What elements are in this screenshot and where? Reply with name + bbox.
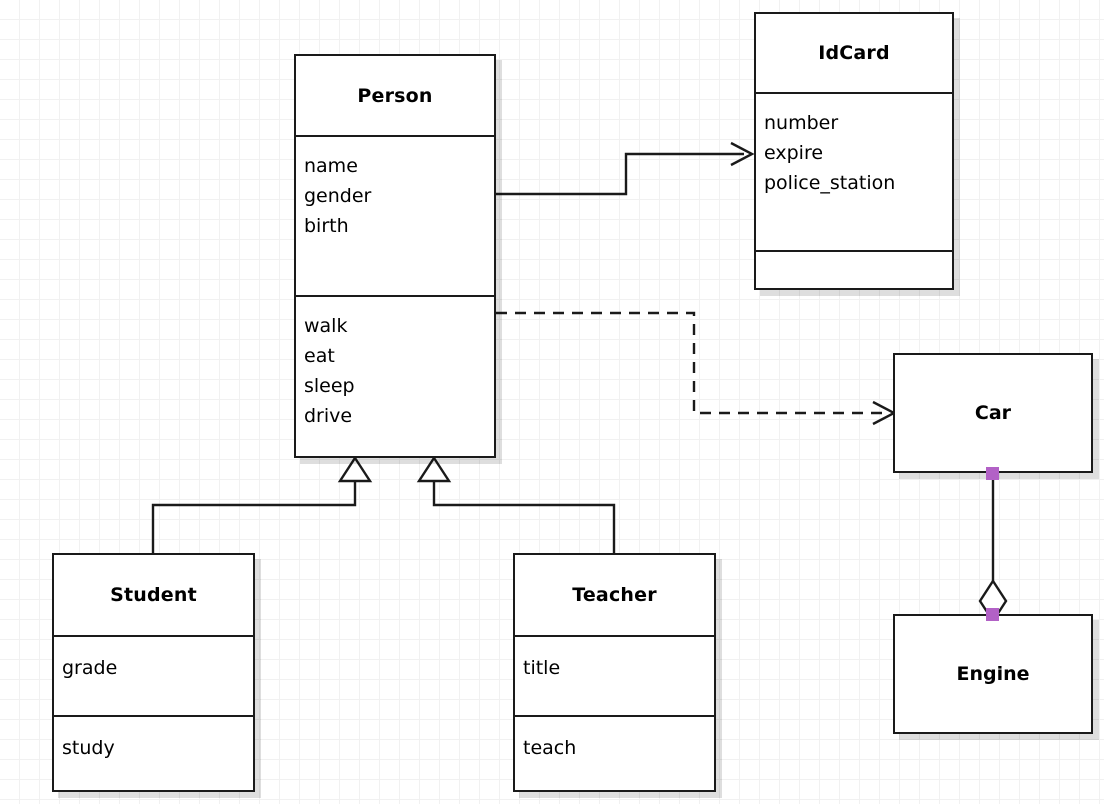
- class-methods-student: study: [54, 715, 253, 790]
- edge-car-engine[interactable]: [978, 474, 1008, 624]
- method-item: drive: [304, 405, 353, 427]
- class-box-engine[interactable]: Engine: [893, 614, 1093, 734]
- method-item: eat: [304, 345, 335, 367]
- class-title-idcard: IdCard: [818, 42, 890, 64]
- class-title-engine: Engine: [956, 663, 1030, 685]
- edge-student-person-path: [151, 478, 357, 553]
- edge-teacher-person[interactable]: [416, 455, 616, 553]
- class-box-student[interactable]: Student grade study: [52, 553, 255, 792]
- hollow-triangle-icon: [416, 455, 452, 483]
- class-methods-person: walk eat sleep drive: [296, 295, 494, 458]
- class-attributes-student: grade: [54, 635, 253, 715]
- class-title-student: Student: [110, 584, 197, 606]
- class-title-teacher: Teacher: [572, 584, 657, 606]
- open-arrow-icon: [872, 400, 897, 426]
- attribute-item: expire: [764, 142, 824, 164]
- method-item: study: [62, 737, 115, 759]
- class-box-idcard[interactable]: IdCard number expire police_station: [754, 12, 954, 290]
- method-item: walk: [304, 315, 348, 337]
- attribute-item: birth: [304, 215, 349, 237]
- edge-person-car[interactable]: [496, 311, 897, 426]
- class-attributes-person: name gender birth: [296, 135, 494, 295]
- class-attributes-teacher: title: [515, 635, 714, 715]
- edge-person-car-path: [496, 311, 884, 415]
- class-title-car: Car: [974, 402, 1012, 424]
- open-arrow-icon: [730, 141, 755, 167]
- class-methods-teacher: teach: [515, 715, 714, 790]
- class-box-car[interactable]: Car: [893, 353, 1093, 473]
- edge-teacher-person-path: [432, 478, 616, 553]
- attribute-item: number: [764, 112, 839, 134]
- attribute-item: name: [304, 155, 358, 177]
- engine-top-port[interactable]: [986, 608, 999, 621]
- attribute-item: title: [523, 657, 561, 679]
- class-methods-idcard: [756, 250, 952, 288]
- edge-student-person[interactable]: [151, 455, 373, 553]
- class-box-person[interactable]: Person name gender birth walk eat sleep …: [294, 54, 496, 458]
- edge-person-idcard[interactable]: [496, 141, 755, 196]
- class-box-teacher[interactable]: Teacher title teach: [513, 553, 716, 792]
- car-bottom-port[interactable]: [986, 467, 999, 480]
- attribute-item: police_station: [764, 172, 896, 194]
- attribute-item: grade: [62, 657, 118, 679]
- class-title-person: Person: [357, 84, 433, 107]
- method-item: teach: [523, 737, 577, 759]
- class-attributes-idcard: number expire police_station: [756, 92, 952, 250]
- method-item: sleep: [304, 375, 355, 397]
- edge-person-idcard-path: [496, 152, 744, 196]
- hollow-triangle-icon: [337, 455, 373, 483]
- attribute-item: gender: [304, 185, 372, 207]
